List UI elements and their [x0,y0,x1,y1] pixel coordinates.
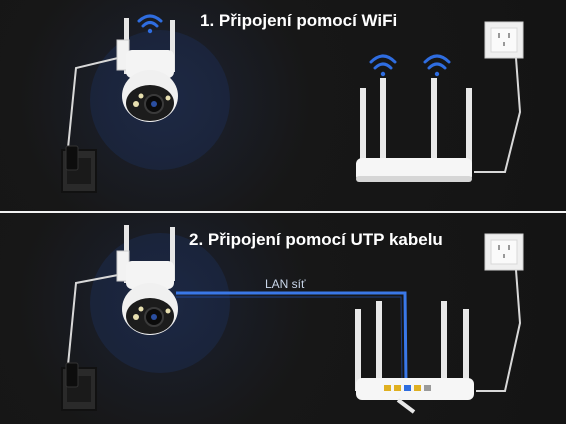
power-socket-icon [484,21,524,59]
section-title: 1. Připojení pomocí WiFi [200,11,398,30]
router-icon [356,78,472,182]
wifi-diagram [61,14,524,193]
wifi-icon [369,54,451,77]
wifi-section: 1. Připojení pomocí WiFi [0,0,566,211]
cable-label: LAN síť [265,277,306,291]
utp-section: 2. Připojení pomocí UTP kabelu LAN síť [0,213,566,424]
wifi-icon [137,14,163,34]
power-adapter-icon [65,362,79,388]
divider [0,211,566,213]
utp-diagram [61,225,524,414]
power-adapter-icon [65,145,79,171]
camera-icon [116,225,178,335]
camera-icon [116,18,178,122]
section-title: 2. Připojení pomocí UTP kabelu [189,230,443,249]
power-socket-icon [61,149,97,193]
router-icon [355,301,474,414]
power-socket-icon [484,233,524,271]
